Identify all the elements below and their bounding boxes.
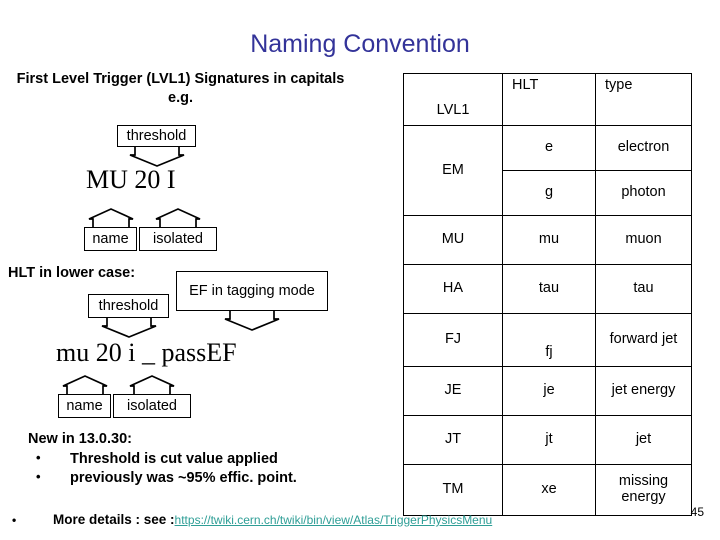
table-cell-hlt: jt xyxy=(502,415,596,465)
bullet-icon: • xyxy=(12,513,17,527)
table-cell-type: photon xyxy=(595,170,692,216)
table-cell-lvl1: HA xyxy=(403,264,503,314)
table-cell-type: muon xyxy=(595,215,692,265)
new-in-heading: New in 13.0.30: xyxy=(28,431,132,447)
table-cell-hlt: xe xyxy=(502,464,596,516)
table-header-hlt: HLT xyxy=(502,73,596,126)
table-cell-type: tau xyxy=(595,264,692,314)
page-title: Naming Convention xyxy=(250,30,470,58)
callout-ef-tagging-mode: EF in tagging mode xyxy=(176,271,328,331)
new-in-block: New in 13.0.30: • Threshold is cut value… xyxy=(28,430,358,488)
callout-threshold-bottom-label: threshold xyxy=(98,297,159,314)
table-row: MU mu muon xyxy=(403,215,692,265)
hlt-lowercase-label: HLT in lower case: xyxy=(8,265,136,281)
table-cell-type: jet xyxy=(595,415,692,465)
new-in-bullet-2-label: previously was ~95% effic. point. xyxy=(70,470,297,487)
arrow-up-icon xyxy=(129,375,175,395)
arrow-up-icon xyxy=(88,208,134,228)
new-in-bullet-1: • Threshold is cut value applied xyxy=(28,450,358,469)
callout-threshold-top-label: threshold xyxy=(126,127,187,144)
table-cell-hlt: g xyxy=(502,170,596,216)
table-cell-lvl1: MU xyxy=(403,215,503,265)
lvl1-hlt-type-table: LVL1 HLT type EM e electron g photon MU … xyxy=(403,73,692,516)
table-cell-lvl1: EM xyxy=(403,125,503,216)
table-cell-hlt: tau xyxy=(502,264,596,314)
callout-ef-tagging-mode-label: EF in tagging mode xyxy=(189,282,315,299)
intro-text: First Level Trigger (LVL1) Signatures in… xyxy=(16,71,345,106)
footer-label: More details : see : xyxy=(53,512,175,527)
table-cell-lvl1: JT xyxy=(403,415,503,465)
table-cell-type: electron xyxy=(595,125,692,171)
arrow-up-icon xyxy=(155,208,201,228)
table-row: JE je jet energy xyxy=(403,366,692,416)
table-cell-lvl1: JE xyxy=(403,366,503,416)
table-cell-lvl1: FJ xyxy=(403,313,503,367)
table-cell-type: missing energy xyxy=(595,464,692,516)
table-cell-type: forward jet xyxy=(595,313,692,367)
arrow-down-icon xyxy=(129,146,185,167)
table-row: JT jt jet xyxy=(403,415,692,465)
arrow-down-icon xyxy=(224,310,280,331)
table-cell-lvl1: TM xyxy=(403,464,503,516)
bullet-icon: • xyxy=(36,469,41,485)
page-number: 45 xyxy=(690,505,704,519)
table-header-lvl1: LVL1 xyxy=(403,73,503,126)
callout-name-top-label: name xyxy=(92,230,129,247)
table-cell-hlt: e xyxy=(502,125,596,171)
bullet-icon: • xyxy=(36,449,41,465)
callout-isolated-bottom: isolated xyxy=(113,375,191,418)
table-row: EM e electron xyxy=(403,125,692,216)
table-row: TM xe missing energy xyxy=(403,464,692,516)
table-cell-hlt: fj xyxy=(502,313,596,367)
callout-isolated-bottom-label: isolated xyxy=(127,397,177,414)
table-cell-hlt: je xyxy=(502,366,596,416)
table-header-row: LVL1 HLT type xyxy=(403,73,692,126)
callout-isolated-top-label: isolated xyxy=(153,230,203,247)
callout-threshold-bottom: threshold xyxy=(88,294,169,338)
table-row: HA tau tau xyxy=(403,264,692,314)
new-in-bullet-2: • previously was ~95% effic. point. xyxy=(28,469,358,488)
table-row: FJ fj forward jet xyxy=(403,313,692,367)
callout-isolated-top: isolated xyxy=(139,208,217,251)
table-header-type: type xyxy=(595,73,692,126)
table-cell-type: jet energy xyxy=(595,366,692,416)
callout-name-bottom-label: name xyxy=(66,397,103,414)
new-in-bullet-1-label: Threshold is cut value applied xyxy=(70,450,278,467)
footer-text-group: More details : see :https://twiki.cern.c… xyxy=(53,512,492,527)
callout-name-top: name xyxy=(84,208,137,251)
hlt-signature-text: mu 20 i _ passEF xyxy=(56,338,237,367)
arrow-down-icon xyxy=(101,317,157,338)
callout-name-bottom: name xyxy=(58,375,111,418)
table-cell-hlt: mu xyxy=(502,215,596,265)
twiki-link[interactable]: https://twiki.cern.ch/twiki/bin/view/Atl… xyxy=(174,513,493,527)
table-row: g photon xyxy=(404,170,692,216)
callout-threshold-top: threshold xyxy=(117,125,196,167)
lvl1-signature-text: MU 20 I xyxy=(86,165,176,194)
arrow-up-icon xyxy=(62,375,108,395)
